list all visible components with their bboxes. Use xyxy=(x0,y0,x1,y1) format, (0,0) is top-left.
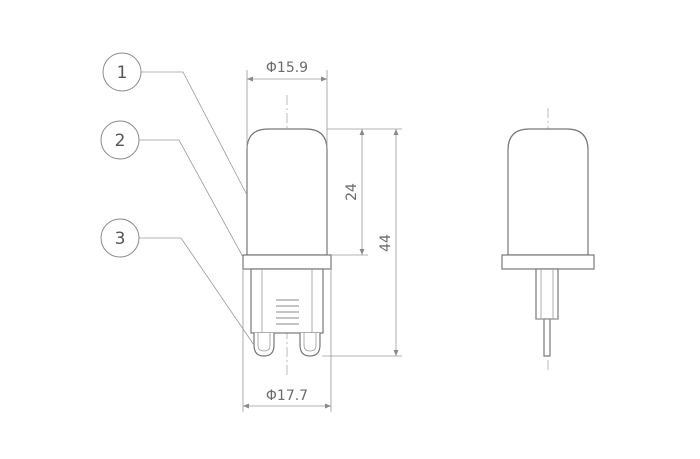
glass-height-label: 24 xyxy=(344,183,360,201)
callout-label-3: 3 xyxy=(115,229,126,249)
callout-label-2: 2 xyxy=(115,131,126,151)
glass-dome xyxy=(246,128,328,256)
bottom-diameter-label: Φ17.7 xyxy=(266,388,308,404)
pin-loop-right xyxy=(299,333,321,357)
side-view xyxy=(501,108,595,372)
dim-total-height: 44 xyxy=(322,128,402,357)
lower-body xyxy=(250,268,324,334)
callout-1: 1 xyxy=(102,52,248,196)
side-pin-body xyxy=(535,268,559,320)
dim-bottom-diameter: Φ17.7 xyxy=(242,269,332,412)
callout-2: 2 xyxy=(100,120,244,258)
callout-label-1: 1 xyxy=(117,63,128,83)
top-diameter-label: Φ15.9 xyxy=(266,60,308,76)
pin-loop-left xyxy=(253,333,275,357)
grip-ribs xyxy=(276,299,299,325)
callout-3: 3 xyxy=(100,218,255,346)
side-pin-tip xyxy=(543,318,551,357)
dim-glass-height: 24 xyxy=(327,128,368,256)
front-view xyxy=(242,95,332,375)
dim-top-diameter: Φ15.9 xyxy=(246,60,328,148)
side-base-collar xyxy=(501,254,595,270)
callout-leader-2 xyxy=(139,139,244,258)
callout-leader-3 xyxy=(139,237,255,346)
base-collar xyxy=(242,254,332,270)
side-glass-dome xyxy=(507,128,589,256)
total-height-label: 44 xyxy=(378,234,394,252)
callout-leader-1 xyxy=(141,71,248,196)
